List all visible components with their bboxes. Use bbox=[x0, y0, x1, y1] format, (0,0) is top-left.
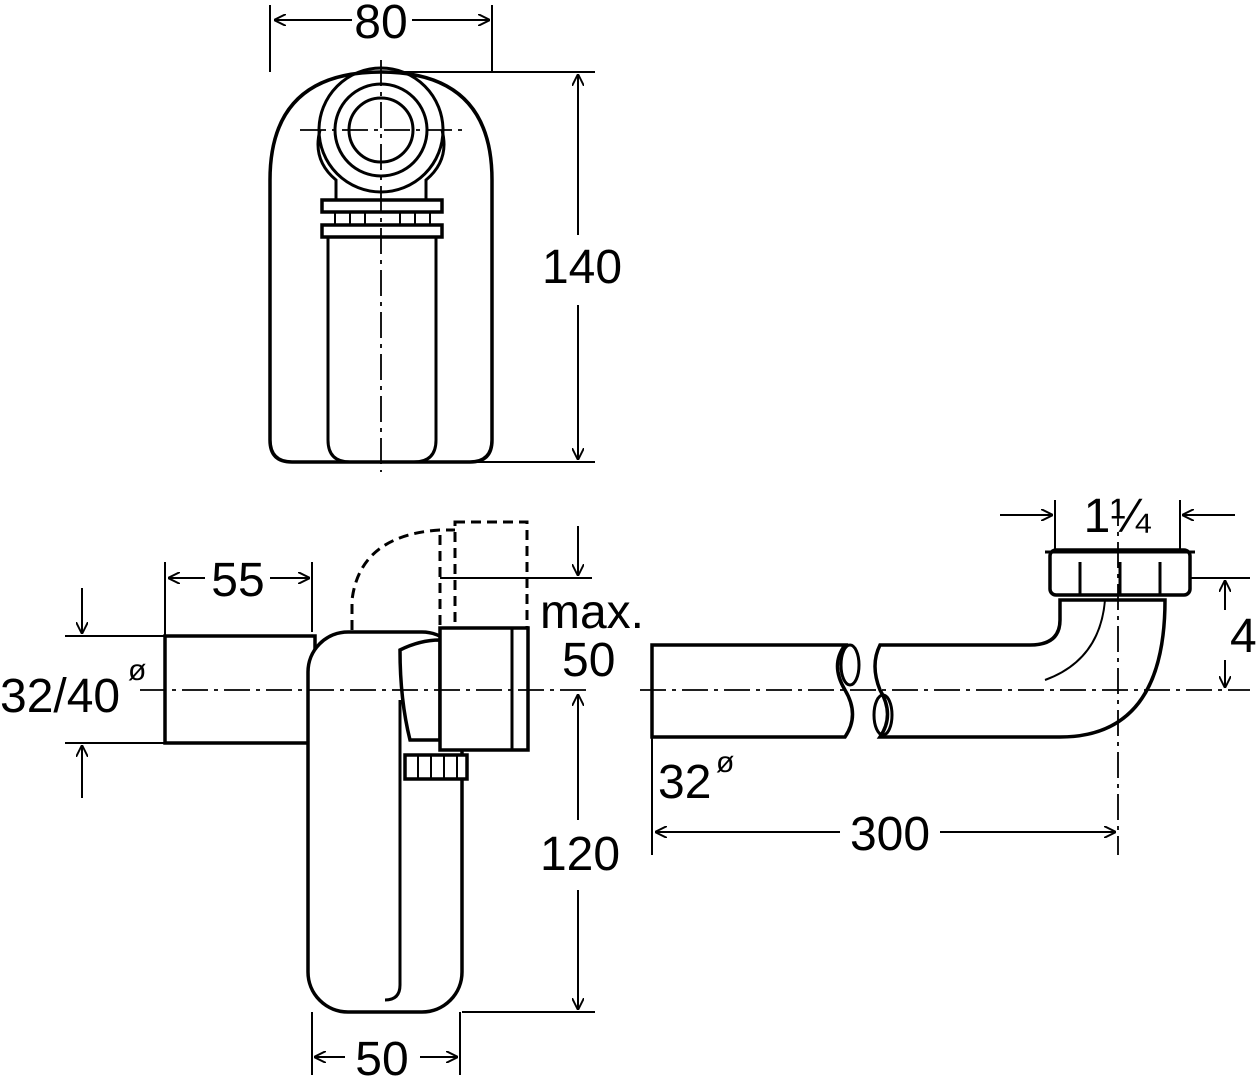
elbow-inner-line bbox=[1044, 599, 1106, 681]
dim-label-max: max. bbox=[540, 586, 644, 639]
extension-lines-55 bbox=[164, 562, 313, 636]
pipe-break-left bbox=[839, 643, 861, 687]
dim-label-55: 55 bbox=[211, 554, 264, 607]
outlet-tube bbox=[438, 626, 530, 752]
pipe-view: 32 ø 300 1¼ 40 bbox=[640, 490, 1256, 861]
outlet-max-position-tube bbox=[453, 520, 529, 630]
dim-label-pipe-diameter: 32 bbox=[658, 756, 711, 809]
dim-label-300: 300 bbox=[850, 808, 930, 861]
dim-label-40: 40 bbox=[1230, 610, 1256, 663]
inner-tube-top bbox=[326, 235, 438, 464]
diameter-symbol-inlet: ø bbox=[128, 654, 146, 687]
dim-label-50: 50 bbox=[355, 1033, 408, 1080]
pipe-segment-left bbox=[650, 643, 855, 739]
extension-lines-80 bbox=[269, 5, 493, 72]
nut-ribs bbox=[334, 212, 431, 225]
extension-lines-140 bbox=[381, 71, 595, 463]
nut-side-ribs bbox=[417, 755, 458, 779]
side-view: 55 32/40 ø max. 50 120 50 bbox=[0, 520, 644, 1080]
dim-label-thread: 1¼ bbox=[1084, 490, 1152, 543]
top-view: 80 140 bbox=[268, 0, 622, 472]
extension-lines-inlet-diameter bbox=[65, 635, 165, 744]
pipe-break-right bbox=[872, 693, 894, 737]
diameter-symbol-pipe: ø bbox=[716, 746, 734, 779]
dim-label-80: 80 bbox=[354, 0, 407, 49]
trap-inner-line bbox=[384, 700, 402, 1002]
extension-lines-thread bbox=[1054, 500, 1181, 550]
outlet-elbow bbox=[398, 638, 442, 742]
nut-band-bottom bbox=[320, 223, 444, 239]
nut-band-top bbox=[320, 198, 444, 214]
dim-label-inlet-diameter: 32/40 bbox=[0, 670, 120, 723]
outlet-max-position-elbow bbox=[350, 528, 455, 630]
dim-label-120: 120 bbox=[540, 828, 620, 881]
dim-label-max-value: 50 bbox=[562, 634, 615, 687]
extension-lines-50 bbox=[311, 1012, 461, 1075]
thread-nut-detail bbox=[1045, 550, 1195, 595]
dim-label-140: 140 bbox=[542, 241, 622, 294]
pipe-segment-right-elbow bbox=[873, 598, 1167, 739]
